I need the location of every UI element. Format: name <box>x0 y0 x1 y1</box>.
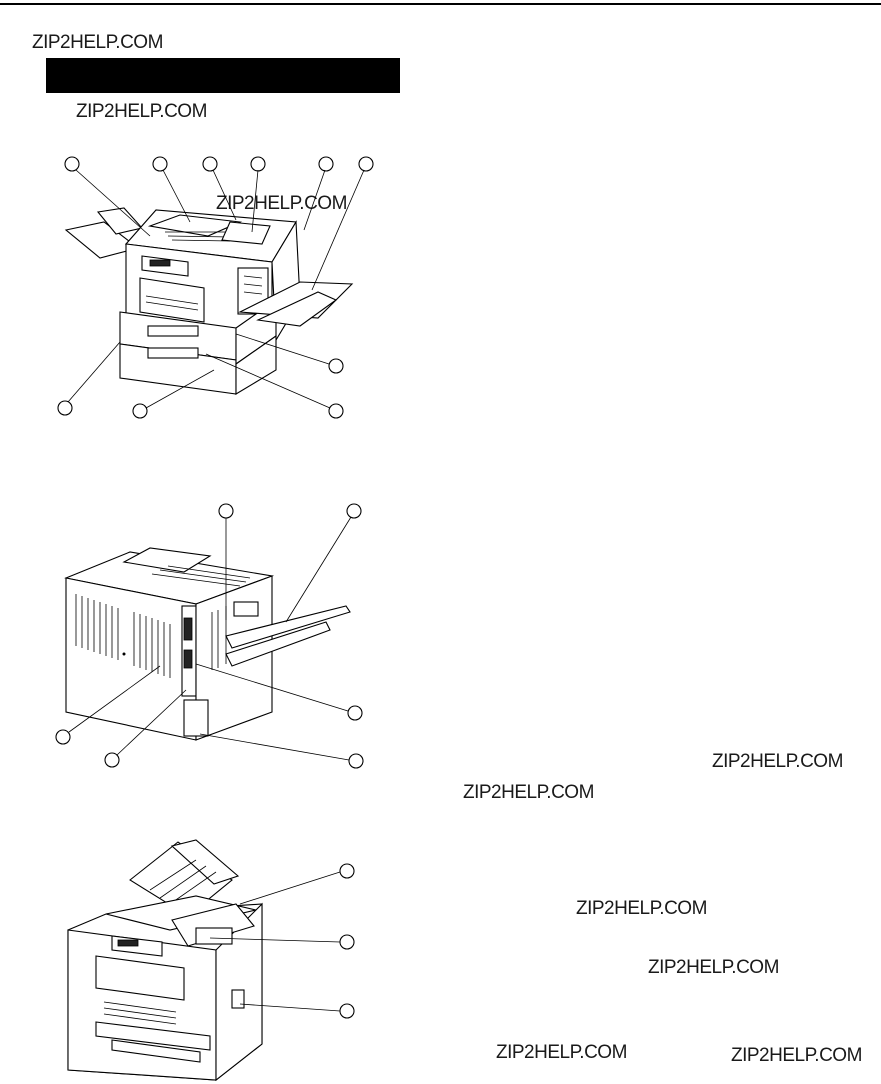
watermark: ZIP2HELP.COM <box>76 101 207 122</box>
watermark: ZIP2HELP.COM <box>648 957 779 978</box>
watermark: ZIP2HELP.COM <box>712 751 843 772</box>
watermark: ZIP2HELP.COM <box>576 898 707 919</box>
front-view-illustration <box>57 156 374 419</box>
top-rule <box>0 3 881 5</box>
watermark: ZIP2HELP.COM <box>496 1042 627 1063</box>
open-top-view-illustration <box>67 839 355 1082</box>
watermark: ZIP2HELP.COM <box>32 32 163 53</box>
watermark: ZIP2HELP.COM <box>463 782 594 803</box>
watermark: ZIP2HELP.COM <box>731 1045 862 1066</box>
rear-view-illustration <box>55 503 364 769</box>
section-title-bar <box>46 58 400 93</box>
